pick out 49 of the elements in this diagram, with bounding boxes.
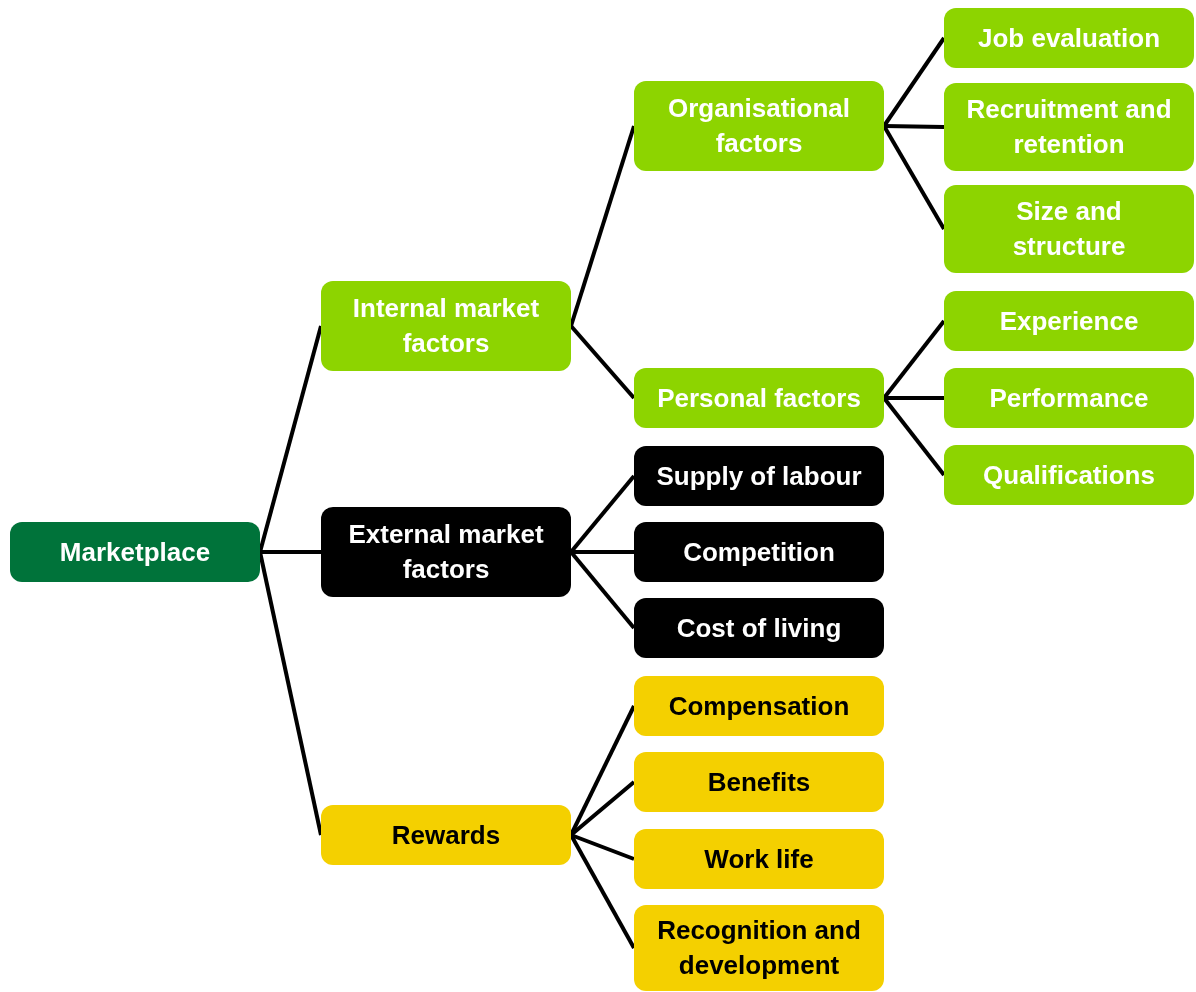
node-label: Size and structure [1011,195,1127,263]
rounded-box [634,676,884,736]
node-label: Experience [999,304,1139,338]
node-label: Organisational factors [666,92,851,160]
node-label: Cost of living [676,611,842,645]
node-label: Performance [989,381,1149,415]
node-label: Personal factors [657,381,861,415]
rounded-box [634,905,884,991]
connector-line [884,396,944,400]
rounded-box [944,368,1194,428]
connector-line [258,325,323,553]
node-label: Benefits [707,765,811,799]
connector-line [883,124,945,129]
connector-line [882,125,946,230]
rounded-box [634,368,884,428]
rounded-box [321,507,571,597]
connector-line [571,550,634,554]
rounded-box [944,83,1194,171]
rounded-box [634,446,884,506]
rounded-box [321,281,571,371]
node-label: Job evaluation [977,21,1160,55]
connector-line [569,125,636,327]
rounded-box [944,445,1194,505]
rounded-box [634,752,884,812]
rounded-box [634,829,884,889]
node-label: Recruitment and retention [965,93,1173,161]
rounded-box [944,185,1194,273]
node-label: External market factors [347,518,545,586]
node-label: Rewards [391,818,501,852]
rounded-box [944,8,1194,68]
node-label: Compensation [668,689,850,723]
rounded-box [634,81,884,171]
connector-line [260,550,321,554]
connector-line [258,551,323,836]
node-label: Marketplace [59,535,211,569]
rounded-box [10,522,260,582]
rounded-box [634,522,884,582]
connector-line [570,833,635,861]
rounded-box [321,805,571,865]
connector-line [569,834,636,949]
node-label: Supply of labour [656,459,862,493]
rounded-box [944,291,1194,351]
rounded-box [634,598,884,658]
node-label: Work life [704,842,814,876]
connector-line [569,324,636,400]
node-label: Recognition and development [656,914,862,982]
node-label: Qualifications [983,458,1155,492]
node-label: Internal market factors [351,292,541,360]
node-label: Competition [683,535,835,569]
